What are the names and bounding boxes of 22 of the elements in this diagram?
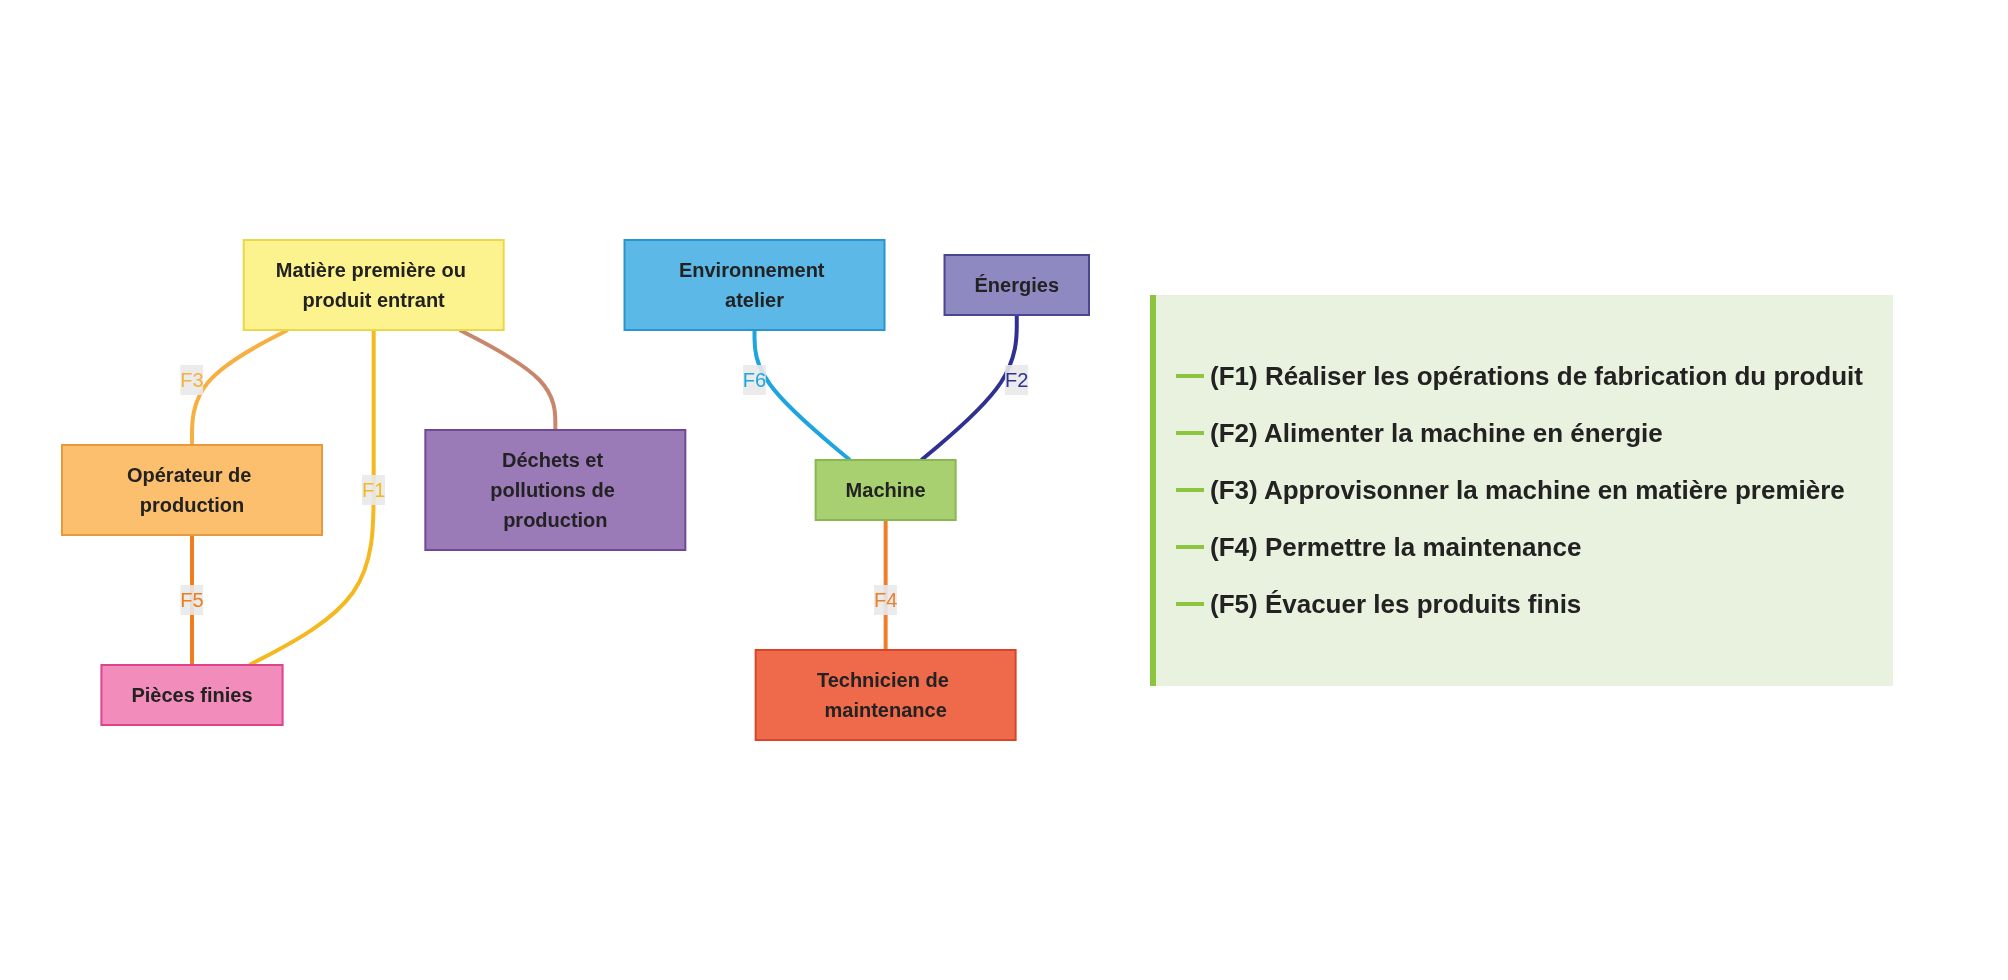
connector (919, 315, 1019, 462)
edge-label: F1 (361, 479, 385, 501)
edge-label: F2 (1004, 369, 1028, 391)
connector (247, 330, 376, 667)
function-text: (F5) Évacuer les produits finis (1210, 588, 1582, 619)
node-box: Opérateur de production (60, 444, 323, 536)
connector (752, 330, 851, 462)
node-box: Énergies (943, 254, 1090, 316)
edge-label: F4 (873, 589, 897, 611)
node-box: Déchets et pollutions de production (423, 429, 686, 551)
node-box: Pièces finies (99, 664, 284, 726)
node-box: Environnement atelier (623, 239, 885, 331)
function-text: (F4) Permettre la maintenance (1210, 531, 1582, 562)
node-box: Machine (814, 459, 957, 521)
function-text: (F1) Réaliser les opérations de fabrication du produit (1210, 360, 1863, 391)
function-text: (F3) Approvisonner la machine en matière première (1210, 474, 1845, 505)
edge-label: F6 (742, 369, 766, 391)
node-box: Technicien de maintenance (754, 649, 1017, 741)
edge-label: F3 (179, 369, 204, 391)
function-text: (F2) Alimenter la machine en énergie (1210, 417, 1663, 448)
node-box: Matière première ou produit entrant (242, 239, 505, 331)
edge-label: F5 (179, 589, 204, 611)
